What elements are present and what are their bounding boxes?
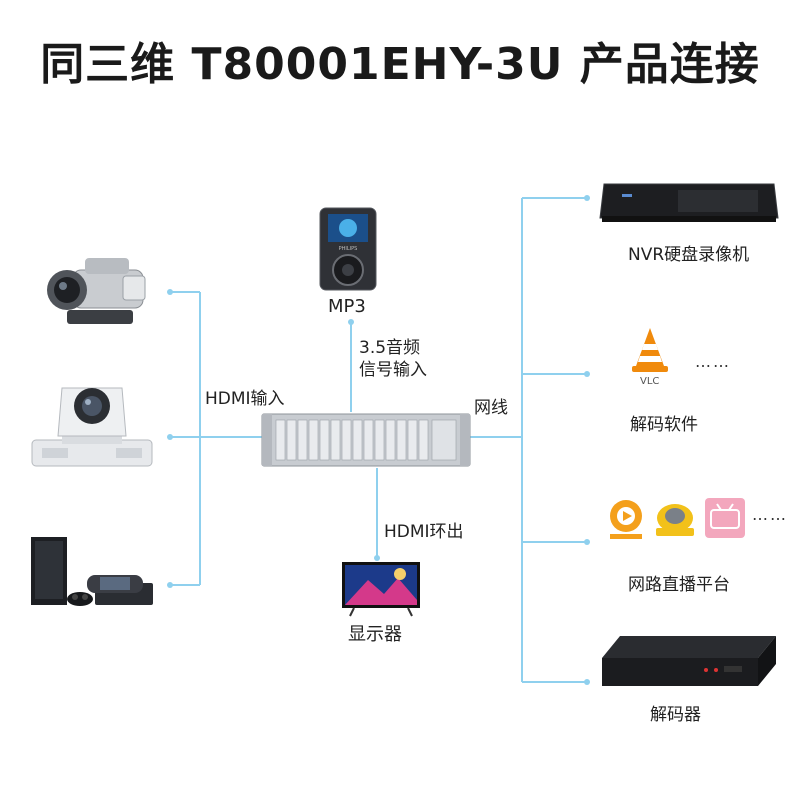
- nvr-label: NVR硬盘录像机: [628, 245, 750, 265]
- platform-ellipsis: ……: [752, 505, 788, 524]
- live-platform-label: 网路直播平台: [628, 575, 730, 595]
- audio-input-label-2: 信号输入: [359, 360, 427, 380]
- audio-input-label-1: 3.5音频: [359, 338, 421, 358]
- decoder-box-icon: [602, 636, 776, 686]
- network-cable-label: 网线: [474, 398, 508, 418]
- mp3-label: MP3: [328, 296, 366, 317]
- software-ellipsis: ……: [695, 352, 731, 371]
- tv-display-icon: [342, 562, 420, 617]
- hdmi-loop-label: HDMI环出: [384, 522, 464, 542]
- vlc-label: VLC: [640, 376, 660, 387]
- huya-logo-icon: [610, 500, 642, 539]
- mp3-player-icon: PHILIPS: [319, 207, 377, 291]
- douyu-logo-icon: [656, 504, 694, 536]
- decoder-label: 解码器: [650, 705, 701, 725]
- mp3-brand-label: PHILIPS: [339, 246, 358, 252]
- vlc-cone-icon: [632, 328, 668, 372]
- bilibili-logo-icon: [705, 498, 745, 538]
- nvr-recorder-icon: [599, 183, 779, 222]
- page-title: 同三维 T80001EHY-3U 产品连接: [40, 39, 760, 90]
- camcorder-icon: [47, 258, 146, 324]
- encoder-chassis-icon: [261, 413, 471, 467]
- game-console-icon: [31, 537, 153, 606]
- ptz-camera-icon: [31, 387, 153, 467]
- display-label: 显示器: [348, 624, 402, 645]
- decode-software-label: 解码软件: [630, 415, 698, 435]
- hdmi-input-label: HDMI输入: [205, 389, 285, 409]
